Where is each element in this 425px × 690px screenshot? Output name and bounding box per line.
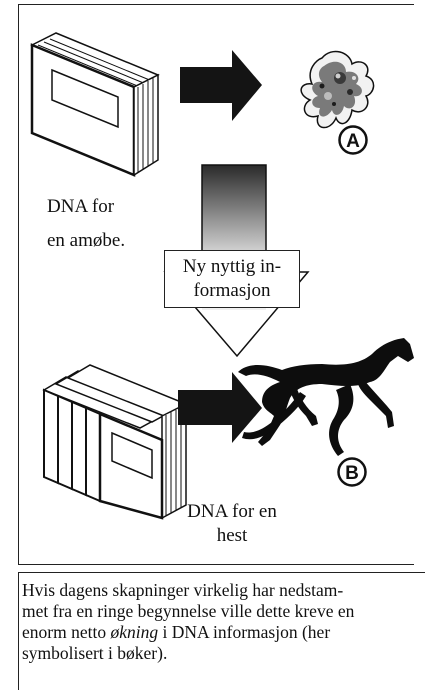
label-dna-horse-line2: hest: [216, 525, 248, 546]
caption-box: [18, 572, 425, 690]
label-dna-amoeba-line2: en amøbe.: [47, 230, 126, 251]
diagram-graphics: A B: [30, 32, 414, 520]
arrow-right-icon-bottom: [178, 372, 262, 443]
label-dna-horse-line1: DNA for en: [187, 501, 277, 522]
diagram-frame: [18, 4, 414, 565]
caption-line3-pre: enorm netto: [22, 622, 111, 642]
label-dna-amoeba-line1: DNA for: [47, 196, 115, 217]
info-box-line1: Ny nyttig in-: [182, 256, 282, 277]
caption-emphasis: økning: [110, 622, 159, 642]
info-box: Ny nyttig in- formasjon: [164, 250, 300, 308]
badge-b: B: [337, 457, 367, 487]
badge-a: A: [338, 125, 368, 155]
horse-icon: [238, 338, 414, 456]
caption-line2: met fra en ringe begynnelse ville dette …: [22, 601, 355, 621]
book-icon: [30, 32, 160, 177]
books-stack-icon: [42, 364, 188, 520]
badge-a-text: A: [346, 131, 360, 152]
caption-line4: symbolisert i bøker).: [22, 643, 168, 663]
amoeba-icon: [300, 50, 375, 129]
arrow-right-icon: [180, 50, 262, 121]
caption-line3-post: i DNA informasjon (her: [158, 622, 331, 642]
caption-line3: enorm netto økning i DNA informasjon (he…: [22, 622, 425, 643]
info-box-line2: formasjon: [193, 280, 271, 301]
caption-line1: Hvis dagens skapninger virkelig har neds…: [22, 580, 344, 600]
caption: Hvis dagens skapninger virkelig har neds…: [22, 580, 425, 664]
badge-b-text: B: [345, 463, 359, 484]
